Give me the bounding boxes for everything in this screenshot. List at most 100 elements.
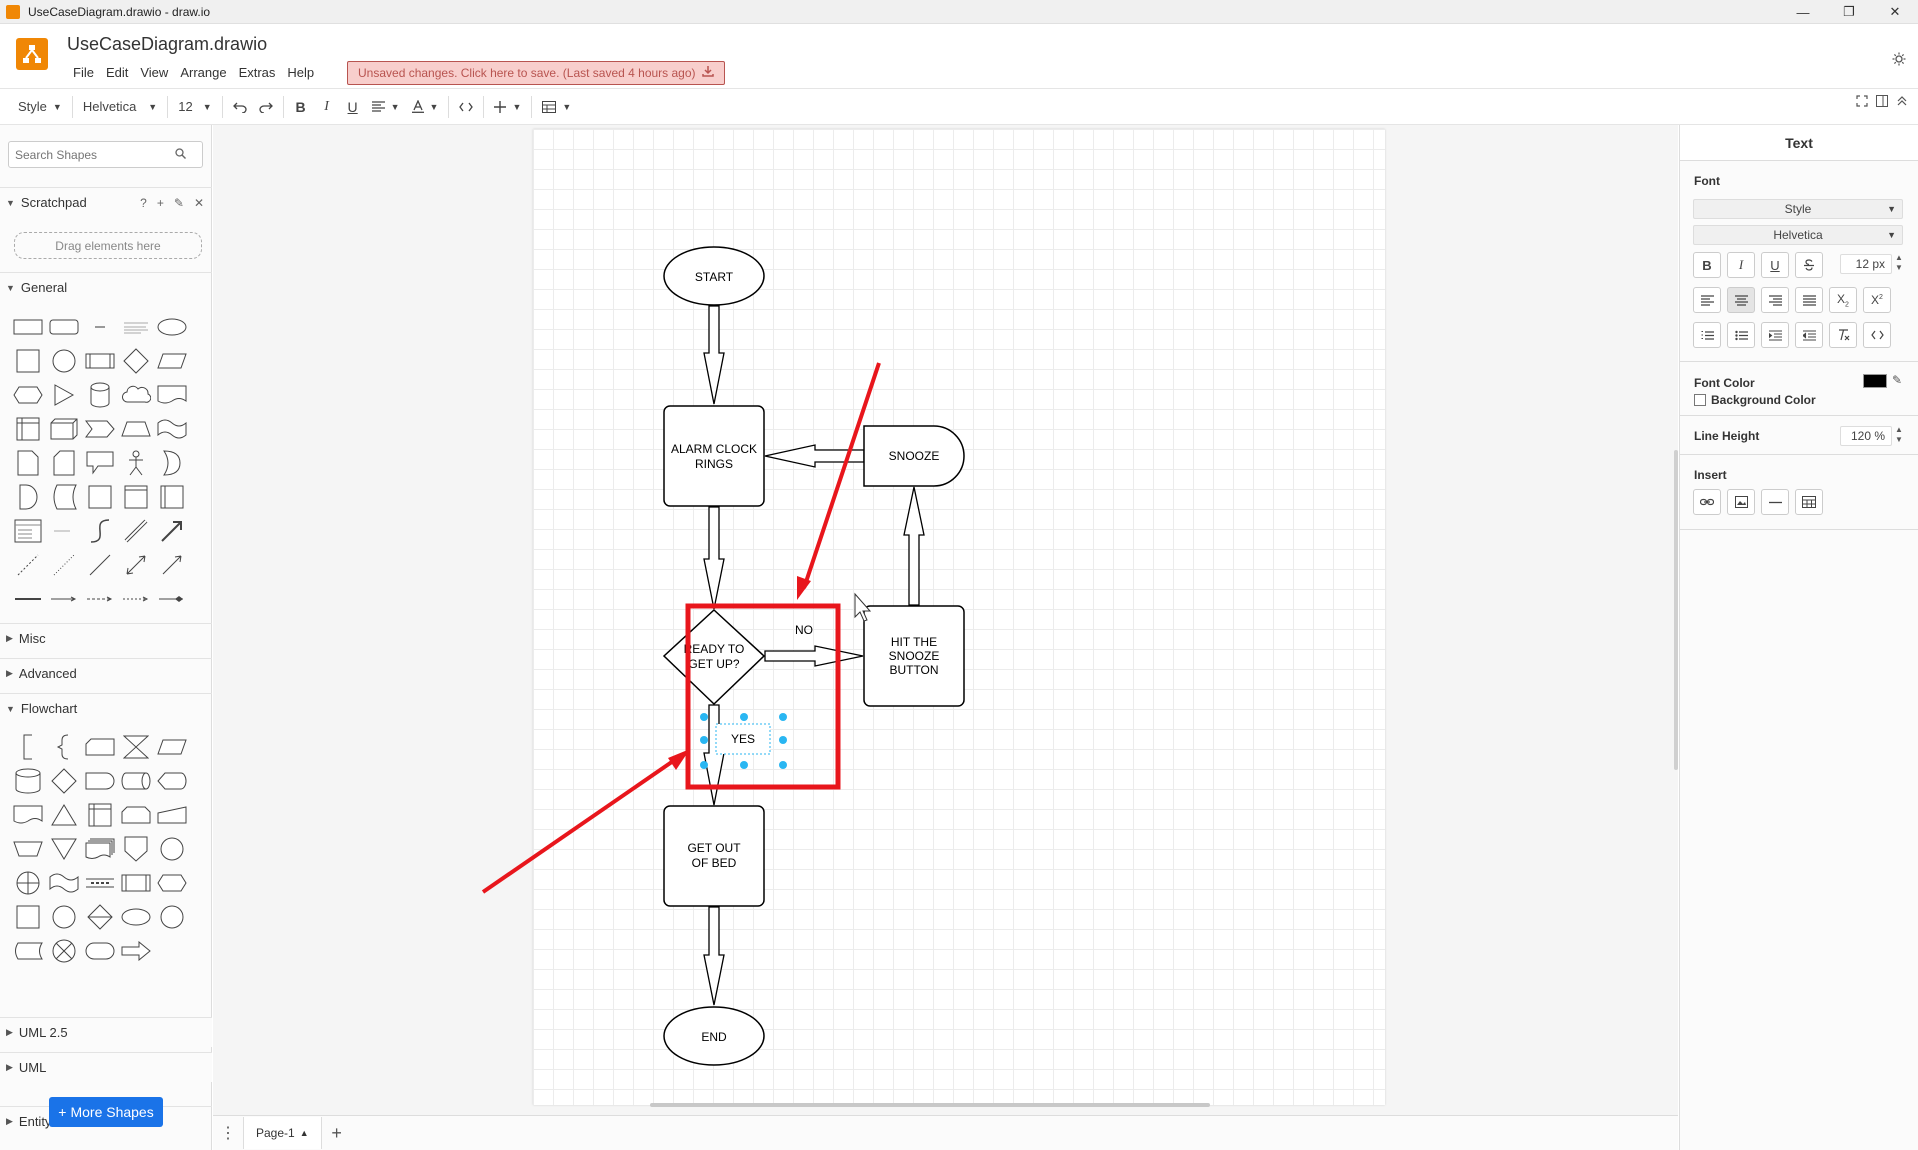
insert-dropdown[interactable]: ▼: [488, 93, 527, 121]
line-shape[interactable]: [82, 548, 118, 582]
selection-handle[interactable]: [700, 736, 708, 744]
card-shape[interactable]: [46, 446, 82, 480]
menu-arrange[interactable]: Arrange: [180, 65, 227, 80]
or-shape[interactable]: [154, 446, 190, 480]
align-left-icon[interactable]: [1693, 287, 1721, 313]
end-terminator[interactable]: END: [663, 1006, 765, 1066]
font-dropdown[interactable]: Helvetica▼: [77, 93, 163, 121]
clear-format-icon[interactable]: [1829, 322, 1857, 348]
square-shape[interactable]: [10, 344, 46, 378]
font-color-swatch[interactable]: [1863, 374, 1887, 388]
card-shape[interactable]: [82, 730, 118, 764]
extract-shape[interactable]: [46, 798, 82, 832]
insert-horizontal-rule-icon[interactable]: [1761, 489, 1789, 515]
preparation-shape[interactable]: [154, 866, 190, 900]
html-code-icon[interactable]: [453, 94, 479, 120]
insert-table-icon[interactable]: [1795, 489, 1823, 515]
arrow-start-to-alarm[interactable]: [703, 305, 725, 405]
diamond-shape[interactable]: [118, 344, 154, 378]
bold-toggle[interactable]: B: [1693, 252, 1721, 278]
decision-shape[interactable]: [46, 764, 82, 798]
search-shapes-box[interactable]: [8, 141, 203, 168]
font-size-dropdown[interactable]: 12▼: [172, 93, 217, 121]
help-icon[interactable]: ?: [140, 195, 147, 210]
table-dropdown[interactable]: ▼: [536, 93, 577, 121]
bold-button[interactable]: B: [295, 98, 306, 115]
align-justify-icon[interactable]: [1795, 287, 1823, 313]
unsaved-changes-button[interactable]: Unsaved changes. Click here to save. (La…: [347, 61, 725, 85]
circle-shape[interactable]: [46, 344, 82, 378]
connector-dotted-arrow-shape[interactable]: [118, 582, 154, 616]
format-panel-icon[interactable]: [1876, 95, 1888, 110]
strikethrough-icon[interactable]: [1795, 252, 1823, 278]
background-color-checkbox[interactable]: [1694, 394, 1706, 406]
format-panel-tab-text[interactable]: Text: [1680, 125, 1918, 161]
multi-document-shape[interactable]: [82, 832, 118, 866]
section-flowchart[interactable]: ▼ Flowchart: [0, 693, 212, 723]
diagram-canvas[interactable]: START ALARM CLOCK RINGS SNOOZE: [213, 125, 1678, 1115]
note-shape[interactable]: [10, 446, 46, 480]
chevron-up-icon[interactable]: ▲: [299, 1128, 309, 1138]
delay-shape[interactable]: [82, 764, 118, 798]
vertical-scrollbar[interactable]: [1674, 450, 1678, 770]
section-advanced[interactable]: ▶ Advanced: [0, 658, 212, 688]
manual-input-shape[interactable]: [154, 798, 190, 832]
alarm-clock-rings-process[interactable]: ALARM CLOCK RINGS: [663, 405, 765, 507]
yes-label-selected[interactable]: YES: [700, 713, 787, 769]
font-style-select[interactable]: Style ▼: [1693, 199, 1903, 219]
pencil-icon[interactable]: ✎: [1892, 373, 1903, 387]
ready-to-get-up-decision[interactable]: READY TO GET UP?: [662, 608, 766, 706]
connector-diamond-shape[interactable]: [154, 582, 190, 616]
fullscreen-icon[interactable]: [1856, 95, 1868, 110]
line-height-input[interactable]: 120 %: [1840, 426, 1892, 446]
manual-operation-shape[interactable]: [10, 832, 46, 866]
menu-file[interactable]: File: [73, 65, 94, 80]
internal-storage-shape[interactable]: [82, 798, 118, 832]
selection-handle[interactable]: [700, 713, 708, 721]
close-button[interactable]: ✕: [1889, 4, 1901, 19]
insert-image-icon[interactable]: [1727, 489, 1755, 515]
hit-snooze-button-process[interactable]: HIT THE SNOOZE BUTTON: [863, 605, 965, 707]
trapezoid-shape[interactable]: [118, 412, 154, 446]
data-storage-shape[interactable]: [46, 480, 82, 514]
arrow-shape[interactable]: [154, 514, 190, 548]
document-shape[interactable]: [154, 378, 190, 412]
terminator-shape[interactable]: [82, 934, 118, 968]
connector-dashed-arrow-shape[interactable]: [82, 582, 118, 616]
close-icon[interactable]: ✕: [193, 195, 204, 210]
actor-shape[interactable]: [118, 446, 154, 480]
textbox-shape[interactable]: [118, 310, 154, 344]
cylinder-shape[interactable]: [82, 378, 118, 412]
bullet-list-icon[interactable]: [1727, 322, 1755, 348]
font-family-select[interactable]: Helvetica ▼: [1693, 225, 1903, 245]
ellipse-shape[interactable]: [154, 310, 190, 344]
transfer-shape[interactable]: [118, 934, 154, 968]
connector-arrow-shape[interactable]: [46, 582, 82, 616]
align-right-icon[interactable]: [1761, 287, 1789, 313]
cloud-shape[interactable]: [118, 378, 154, 412]
arrow-alarm-to-ready[interactable]: [703, 506, 725, 610]
more-shapes-button[interactable]: + More Shapes: [49, 1097, 163, 1127]
section-uml[interactable]: ▶ UML: [0, 1052, 212, 1082]
or-flow-shape[interactable]: [10, 866, 46, 900]
predefined-process-shape[interactable]: [118, 866, 154, 900]
redo-icon[interactable]: [253, 94, 279, 120]
arrow-ready-to-hit[interactable]: NO: [764, 623, 864, 667]
on-page-reference-shape[interactable]: [154, 832, 190, 866]
merge-shape[interactable]: [46, 832, 82, 866]
dashed-line-shape[interactable]: [10, 548, 46, 582]
numbered-list-icon[interactable]: [1693, 322, 1721, 348]
start-circle-shape[interactable]: [154, 900, 190, 934]
callout-shape[interactable]: [82, 446, 118, 480]
menu-extras[interactable]: Extras: [238, 65, 276, 80]
align-center-icon[interactable]: [1727, 287, 1755, 313]
add-icon[interactable]: +: [156, 195, 164, 210]
tape-shape[interactable]: [154, 412, 190, 446]
undo-icon[interactable]: [227, 94, 253, 120]
get-out-of-bed-process[interactable]: GET OUT OF BED: [663, 805, 765, 907]
style-dropdown[interactable]: Style▼: [12, 93, 68, 121]
triangle-shape[interactable]: [46, 378, 82, 412]
bidirectional-connector-shape[interactable]: [118, 548, 154, 582]
database-shape[interactable]: [10, 764, 46, 798]
scratchpad-dropzone[interactable]: Drag elements here: [14, 232, 202, 259]
